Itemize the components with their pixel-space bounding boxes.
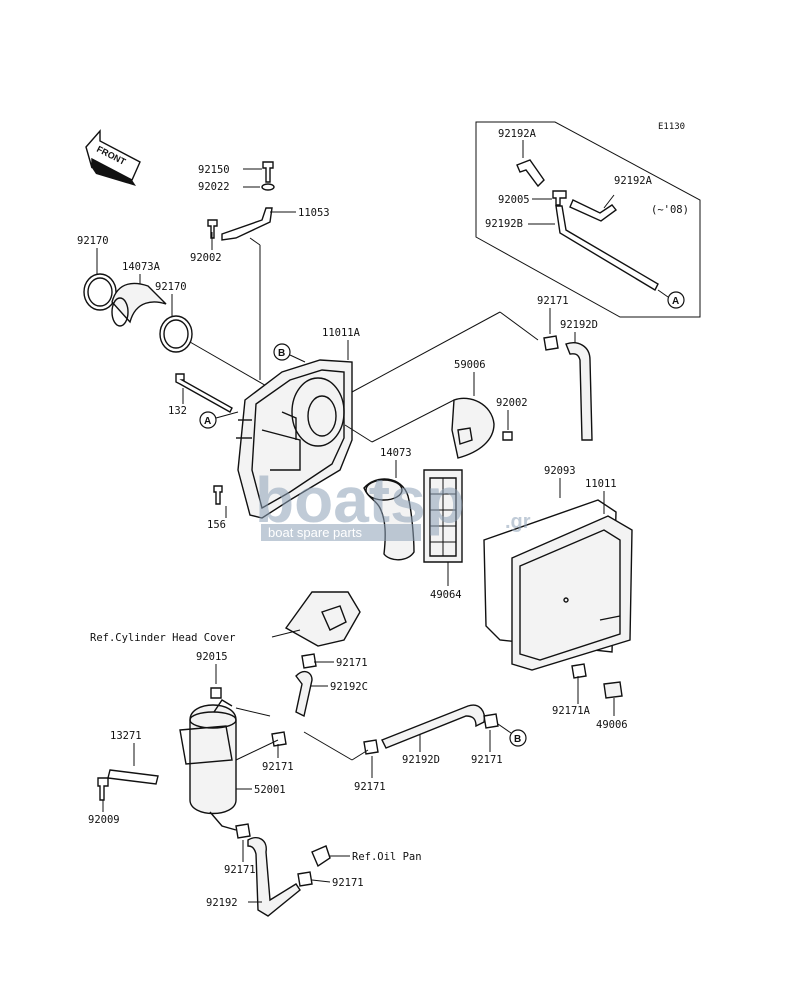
part-label-92022: 92022 bbox=[198, 181, 230, 193]
inset-note: (~'08) bbox=[651, 204, 689, 216]
callout-a-inset bbox=[667, 291, 685, 309]
clamp-92171A bbox=[571, 663, 587, 679]
air-cleaner-case-11011A bbox=[236, 359, 353, 519]
callout-b-lower bbox=[509, 729, 527, 747]
svg-text:.gr: .gr bbox=[505, 511, 531, 533]
air-cleaner-cover-11011 bbox=[511, 515, 633, 671]
cap-49006 bbox=[603, 681, 623, 699]
bolt-92002-top bbox=[207, 219, 218, 239]
part-label-92002-top: 92002 bbox=[190, 252, 222, 264]
hose-92192B bbox=[555, 205, 659, 291]
front-arrow-icon: FRONT bbox=[85, 129, 141, 186]
clamp-92171-d bbox=[483, 713, 499, 729]
inset-box bbox=[475, 121, 701, 318]
clamp-92171-a bbox=[301, 653, 317, 669]
duct-14073A bbox=[111, 282, 167, 324]
part-label-92171-e: 92171 bbox=[224, 864, 256, 876]
hose-92192 bbox=[247, 836, 301, 917]
part-label-11053: 11053 bbox=[298, 207, 330, 219]
washer-92022 bbox=[261, 183, 275, 191]
separator-52001 bbox=[189, 704, 237, 815]
part-label-92005: 92005 bbox=[498, 194, 530, 206]
part-label-92171-f: 92171 bbox=[332, 877, 364, 889]
part-label-13271: 13271 bbox=[110, 730, 142, 742]
part-label-52001: 52001 bbox=[254, 784, 286, 796]
part-label-92192A-2: 92192A bbox=[614, 175, 653, 187]
part-label-49006: 49006 bbox=[596, 719, 628, 731]
cover-59006 bbox=[451, 397, 495, 459]
part-label-92171-top: 92171 bbox=[537, 295, 569, 307]
hose-92192D-bottom bbox=[381, 704, 486, 749]
part-label-92171-a: 92171 bbox=[336, 657, 368, 669]
clamp-92171-e bbox=[235, 823, 251, 839]
hose-92192A bbox=[516, 159, 545, 188]
part-label-92015: 92015 bbox=[196, 651, 228, 663]
part-label-11011: 11011 bbox=[585, 478, 617, 490]
part-label-92171A: 92171A bbox=[552, 705, 591, 717]
part-label-59006: 59006 bbox=[454, 359, 486, 371]
tee-joint-92005 bbox=[552, 190, 567, 206]
diagram-code: E1130 bbox=[658, 122, 685, 132]
bracket-11053 bbox=[221, 207, 273, 241]
part-label-11011A: 11011A bbox=[322, 327, 361, 339]
fitting-oil-pan bbox=[311, 845, 331, 868]
part-label-92002-mid: 92002 bbox=[496, 397, 528, 409]
callout-b-case bbox=[273, 343, 291, 361]
bolt-132 bbox=[175, 373, 233, 413]
ref-cylinder-head-cover: Ref.Cylinder Head Cover bbox=[90, 632, 235, 644]
part-label-92170-2: 92170 bbox=[155, 281, 187, 293]
gasket-92093 bbox=[483, 499, 617, 653]
clamp-92170 bbox=[83, 273, 117, 311]
hose-92192D-top bbox=[565, 342, 593, 441]
callout-a-case bbox=[199, 411, 217, 429]
pin-13271 bbox=[107, 769, 159, 785]
bolt-92009 bbox=[97, 777, 109, 801]
clamp-92171-b bbox=[271, 731, 287, 747]
part-label-92171-c: 92171 bbox=[354, 781, 386, 793]
part-label-92170: 92170 bbox=[77, 235, 109, 247]
bolt-92002-mid bbox=[502, 431, 513, 441]
part-label-14073A: 14073A bbox=[122, 261, 161, 273]
air-filter-49064 bbox=[423, 469, 463, 563]
part-label-92093: 92093 bbox=[544, 465, 576, 477]
svg-text:B: B bbox=[278, 348, 285, 359]
part-label-92192: 92192 bbox=[206, 897, 238, 909]
svg-text:boat spare parts: boat spare parts bbox=[268, 525, 362, 540]
watermark: boatsp .gr boat spare parts bbox=[255, 464, 531, 541]
bolt-92150 bbox=[262, 161, 274, 183]
part-label-92192A: 92192A bbox=[498, 128, 537, 140]
part-label-92150: 92150 bbox=[198, 164, 230, 176]
nut-92015 bbox=[210, 687, 222, 699]
cylinder-head-cover-ref bbox=[284, 591, 361, 647]
hose-92192A-2 bbox=[569, 199, 618, 222]
part-label-92192D-bottom: 92192D bbox=[402, 754, 440, 766]
part-label-92192B: 92192B bbox=[485, 218, 523, 230]
part-label-92192C: 92192C bbox=[330, 681, 368, 693]
part-label-92009: 92009 bbox=[88, 814, 120, 826]
part-label-92192D-top: 92192D bbox=[560, 319, 598, 331]
svg-text:A: A bbox=[672, 296, 679, 307]
bolt-156 bbox=[213, 485, 223, 505]
ref-oil-pan: Ref.Oil Pan bbox=[352, 851, 422, 863]
part-label-49064: 49064 bbox=[430, 589, 462, 601]
clamp-92171-f bbox=[297, 871, 313, 887]
svg-text:A: A bbox=[204, 416, 211, 427]
part-label-156: 156 bbox=[207, 519, 226, 531]
part-label-14073: 14073 bbox=[380, 447, 412, 459]
hose-92192C bbox=[295, 670, 313, 718]
part-label-92171-d: 92171 bbox=[471, 754, 503, 766]
svg-text:B: B bbox=[514, 734, 521, 745]
clamp-92170-2 bbox=[159, 315, 193, 353]
part-label-92171-b: 92171 bbox=[262, 761, 294, 773]
clamp-92171-top bbox=[543, 335, 559, 351]
part-label-132: 132 bbox=[168, 405, 187, 417]
clamp-92171-c bbox=[363, 739, 379, 755]
